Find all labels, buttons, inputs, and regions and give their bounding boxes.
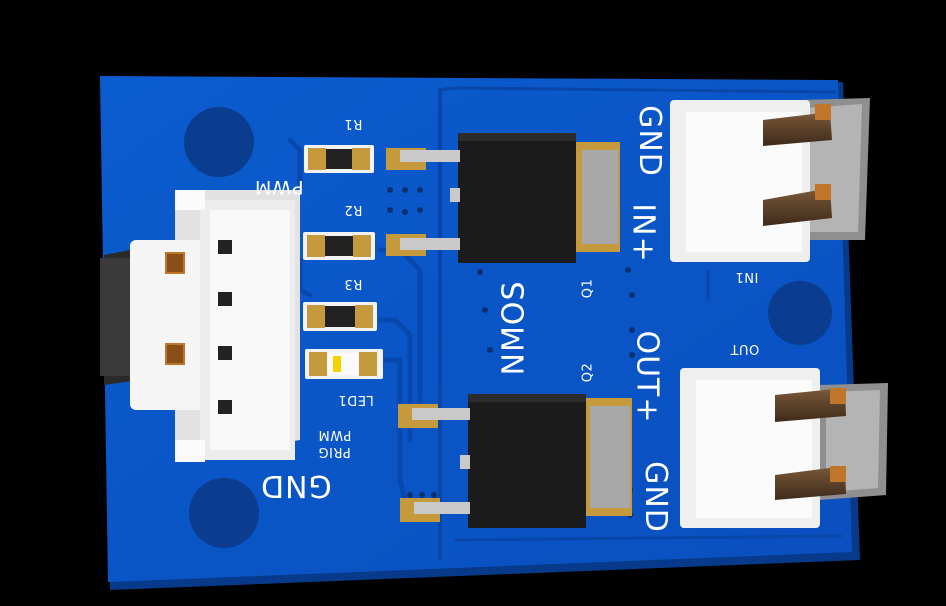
pwm-connector [100,190,300,462]
mosfet-q2 [398,394,632,528]
label-nmos: NMOS [496,280,532,376]
mounting-hole [768,281,832,345]
led-led1 [305,349,383,379]
label-r2: R2 [344,202,363,217]
label-q1: Q1 [580,278,596,299]
label-r1: R1 [344,116,363,131]
resistor-r1 [304,145,374,173]
label-gnd-out: GND [637,461,673,533]
label-in1: IN1 [735,269,759,284]
label-gnd-in: GND [631,105,667,177]
vias [387,187,635,518]
in1-connector [670,98,870,262]
label-q2: Q2 [580,362,596,383]
label-gnd-left: GND [260,468,332,503]
resistor-r2 [303,232,375,260]
label-led1: LED1 [338,392,374,407]
label-pwm-top: PWM [254,176,304,198]
resistor-r3 [303,302,377,331]
out-connector [680,368,888,528]
label-out: OUT [730,341,760,356]
label-prig: PRIG [318,444,351,459]
mounting-hole [184,107,254,177]
label-out-plus: OUT+ [629,330,665,424]
mounting-hole [189,478,259,548]
label-pwm-small: PWM [318,427,352,442]
mosfet-q1 [386,133,620,263]
label-in-plus: IN+ [625,203,661,263]
label-r3: R3 [344,276,363,291]
